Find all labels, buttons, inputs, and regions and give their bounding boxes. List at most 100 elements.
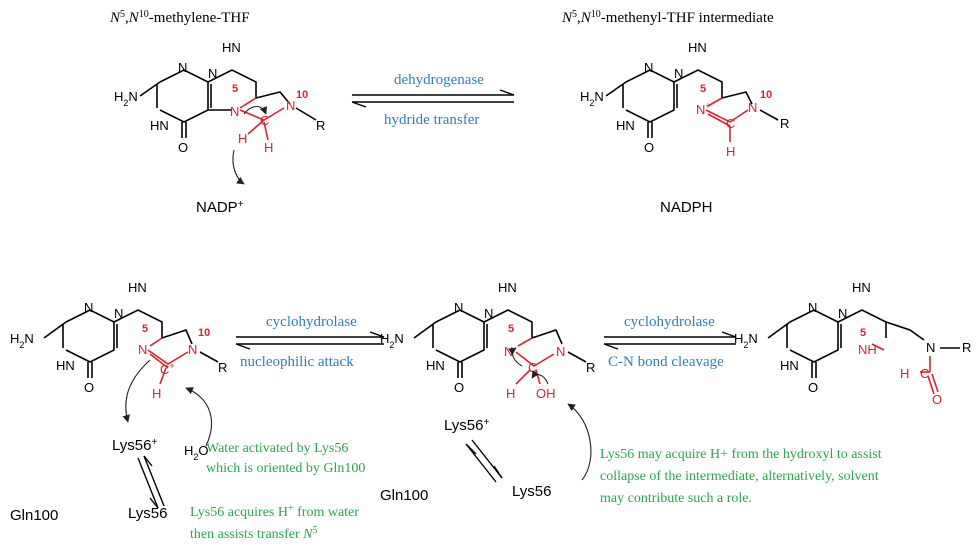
- atom-h: H: [726, 144, 735, 159]
- atom-hn: HN: [150, 118, 169, 133]
- label-n5: 5: [508, 323, 514, 335]
- note-lys-may-3: may contribute such a role.: [600, 491, 752, 506]
- atom-c-plus: C+: [160, 361, 175, 377]
- atom-n5: N: [230, 104, 239, 119]
- cofactor-nadph: NADPH: [660, 199, 713, 216]
- residue-lys56-plus-mid: Lys56+: [444, 417, 489, 435]
- atom-n: N: [208, 66, 217, 81]
- atom-hn: HN: [56, 358, 75, 373]
- atom-o: O: [808, 380, 818, 395]
- label-n5: 5: [232, 83, 238, 95]
- residue-gln100-left: Gln100: [10, 507, 58, 524]
- atom-nh: NH: [858, 342, 877, 357]
- atom-n10: N: [286, 98, 295, 113]
- note-water-activated-2: which is oriented by Gln100: [206, 461, 365, 476]
- atom-n10: N: [748, 100, 757, 115]
- note-lys-acquires-1: Lys56 acquires H+ from water: [190, 503, 359, 521]
- molecule-carbinolamine: H2N N HN O N HN N 5 N C H OH R: [380, 280, 595, 481]
- atom-hn: HN: [616, 118, 635, 133]
- molecule-methenyl-thf-bottom: H2N N HN O N HN N 5 N 10 C+ H R: [10, 280, 227, 447]
- atom-hn: HN: [498, 280, 517, 295]
- atom-n10: N: [188, 342, 197, 357]
- label-n10: 10: [760, 89, 772, 101]
- atom-n: N: [84, 300, 93, 315]
- residue-lys56-plus: Lys56+: [112, 437, 157, 455]
- title-methylene-thf: N5,N10-methylene-THF: [109, 9, 250, 27]
- label-dehydrogenase: dehydrogenase: [394, 72, 484, 88]
- label-cyclohydrolase-1: cyclohydrolase: [266, 314, 357, 330]
- atom-hn: HN: [222, 40, 241, 55]
- label-n5: 5: [700, 83, 706, 95]
- label-nucleophilic-attack: nucleophilic attack: [240, 354, 354, 370]
- lys-equilibrium-arrows-left: [137, 455, 165, 509]
- lys-equilibrium-arrows-mid: [465, 439, 503, 483]
- title-methenyl-thf: N5,N10-methenyl-THF intermediate: [561, 9, 774, 27]
- reaction-arrows-bottom-1: [235, 331, 385, 350]
- reaction-arrows-bottom-2: [603, 331, 737, 350]
- label-n10: 10: [198, 327, 210, 339]
- atom-r: R: [586, 360, 595, 375]
- note-lys-may-1: Lys56 may acquire H+ from the hydroxyl t…: [600, 447, 882, 462]
- atom-hn: HN: [780, 358, 799, 373]
- atom-h2n: H2N: [380, 331, 404, 350]
- atom-n: N: [484, 306, 493, 321]
- atom-h2n: H2N: [114, 89, 138, 108]
- atom-n: N: [838, 306, 847, 321]
- atom-n5: N: [504, 344, 513, 359]
- atom-n: N: [114, 306, 123, 321]
- atom-r: R: [962, 340, 971, 355]
- label-n10: 10: [296, 89, 308, 101]
- atom-o: O: [932, 392, 942, 407]
- residue-lys56-mid: Lys56: [512, 483, 551, 500]
- atom-o: O: [454, 380, 464, 395]
- atom-c: C: [920, 366, 929, 381]
- atom-r: R: [780, 116, 789, 131]
- label-cn-bond-cleavage: C-N bond cleavage: [608, 354, 724, 370]
- atom-c: C: [726, 116, 735, 131]
- label-hydride-transfer: hydride transfer: [384, 112, 479, 128]
- molecule-methenyl-thf: H2N N HN O N HN N+ 5 N 10 C H R: [580, 40, 789, 159]
- note-lys-may-2: collapse of the intermediate, alternativ…: [600, 469, 879, 484]
- atom-hn: HN: [426, 358, 445, 373]
- atom-r: R: [218, 360, 227, 375]
- atom-n10: N: [556, 344, 565, 359]
- atom-h: H: [152, 386, 161, 401]
- label-n5: 5: [142, 323, 148, 335]
- atom-n5: N: [138, 342, 147, 357]
- atom-h: H: [506, 386, 515, 401]
- atom-hn: HN: [852, 280, 871, 295]
- molecule-methylene-thf: H2N N HN O N HN N 5 N 10 C H H R: [114, 40, 325, 185]
- atom-n: N: [454, 300, 463, 315]
- atom-n: N: [674, 66, 683, 81]
- label-cyclohydrolase-2: cyclohydrolase: [624, 314, 715, 330]
- cofactor-nadp: NADP+: [196, 199, 244, 217]
- atom-n: N: [178, 60, 187, 75]
- molecule-formyl-thf: H2N N HN O N HN NH 5 N R H C O: [734, 280, 971, 407]
- atom-h2n: H2N: [734, 331, 758, 350]
- note-water-activated-1: Water activated by Lys56: [206, 441, 348, 456]
- atom-hn: HN: [688, 40, 707, 55]
- atom-c: C: [528, 360, 537, 375]
- atom-r: R: [316, 118, 325, 133]
- atom-h2n: H2N: [580, 89, 604, 108]
- atom-n10: N: [926, 340, 935, 355]
- atom-o: O: [178, 140, 188, 155]
- atom-o: O: [84, 380, 94, 395]
- atom-hc: H: [900, 366, 909, 381]
- atom-h: H: [238, 131, 247, 146]
- residue-gln100-mid: Gln100: [380, 487, 428, 504]
- note-lys-acquires-2: then assists transfer N5: [190, 525, 318, 543]
- label-n5: 5: [860, 327, 866, 339]
- atom-h2n: H2N: [10, 331, 34, 350]
- residue-lys56-left: Lys56: [128, 505, 167, 522]
- atom-oh: OH: [536, 386, 556, 401]
- atom-n5-plus: N+: [696, 101, 711, 117]
- atom-c: C: [260, 113, 269, 128]
- atom-hn: HN: [128, 280, 147, 295]
- atom-o: O: [644, 140, 654, 155]
- water-h2o: H2O: [184, 443, 209, 462]
- reaction-arrows-top: [351, 89, 515, 108]
- atom-n: N: [808, 300, 817, 315]
- atom-h: H: [264, 140, 273, 155]
